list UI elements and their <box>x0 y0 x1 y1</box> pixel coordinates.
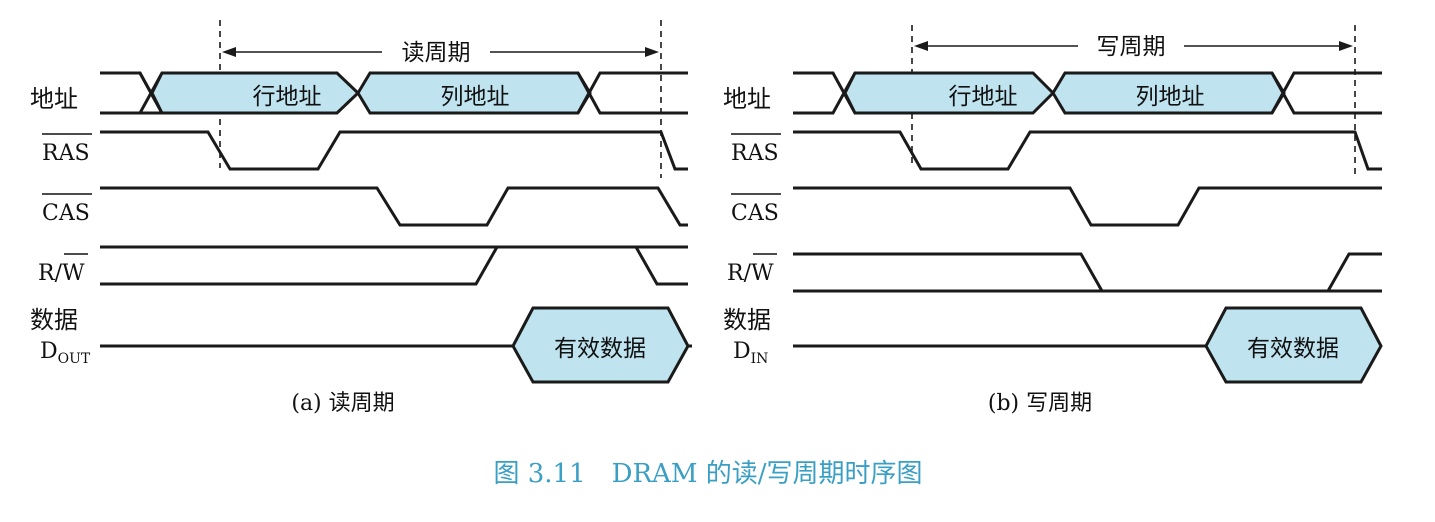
read-cas-waveform <box>100 186 688 227</box>
din-sub: IN <box>751 351 769 367</box>
read-column-address-label: 列地址 <box>441 84 510 110</box>
cas-label-text-b: CAS <box>731 201 779 226</box>
write-cas-waveform <box>793 186 1382 227</box>
read-rw-rise <box>100 246 499 286</box>
write-valid-data-label: 有效数据 <box>1247 336 1339 362</box>
rw-label: R/W <box>38 253 88 286</box>
write-column-address-label: 列地址 <box>1136 84 1205 110</box>
write-period-label: 写周期 <box>1097 34 1166 60</box>
read-arrowhead-left <box>222 47 236 57</box>
read-period-label: 读周期 <box>402 40 471 66</box>
din-label: DIN <box>733 339 768 367</box>
panel-write-cycle: 地址 RAS CAS R/W 数据 DIN 写周期 行地址 <box>723 25 1383 416</box>
read-row-address-label: 行地址 <box>253 84 322 110</box>
write-address-bus <box>793 71 1382 115</box>
dout-base: D <box>40 339 58 364</box>
ras-label-text-b: RAS <box>731 141 779 166</box>
address-label-b: 地址 <box>723 85 771 113</box>
cas-label-b: CAS <box>731 193 781 226</box>
read-arrowhead-right <box>645 47 659 57</box>
dout-label: DOUT <box>40 339 91 367</box>
write-valid-data-box <box>1204 306 1383 384</box>
rw-label-text-b: R/W <box>727 261 774 286</box>
din-base: D <box>733 339 751 364</box>
read-cycle-caption: (a) 读周期 <box>291 391 394 416</box>
write-row-address-box <box>843 71 1056 115</box>
read-rw-fall <box>634 246 688 286</box>
write-cycle-caption: (b) 写周期 <box>988 391 1092 416</box>
read-ras-waveform <box>100 130 688 171</box>
read-row-address-box <box>150 71 361 115</box>
write-arrowhead-left <box>914 41 928 51</box>
panel-read-cycle: 地址 RAS CAS R/W 数据 DOUT 读周期 <box>30 20 692 416</box>
read-valid-data-label: 有效数据 <box>554 336 646 362</box>
cas-label-text: CAS <box>42 201 90 226</box>
dout-sub: OUT <box>58 351 91 367</box>
rw-r-text-b: R/ <box>727 261 752 286</box>
write-rw-high-then-fall <box>793 252 1104 292</box>
ras-label-text: RAS <box>42 141 90 166</box>
data-label-b: 数据 <box>723 306 771 334</box>
address-label: 地址 <box>30 85 78 113</box>
write-arrowhead-right <box>1339 41 1353 51</box>
write-rw-rise <box>1326 252 1382 292</box>
rw-label-b: R/W <box>727 253 777 286</box>
write-row-address-label: 行地址 <box>949 84 1018 110</box>
rw-w-text-b: W <box>751 261 774 286</box>
rw-w-text: W <box>62 261 85 286</box>
rw-r-text: R/ <box>38 261 63 286</box>
read-address-bus <box>100 71 688 115</box>
ras-label: RAS <box>42 133 92 166</box>
data-label: 数据 <box>30 306 78 334</box>
write-ras-waveform <box>793 130 1382 171</box>
ras-label-b: RAS <box>731 133 781 166</box>
figure-caption: 图 3.11 DRAM 的读/写周期时序图 <box>493 459 922 489</box>
rw-label-text: R/W <box>38 261 85 286</box>
cas-label: CAS <box>42 193 92 226</box>
